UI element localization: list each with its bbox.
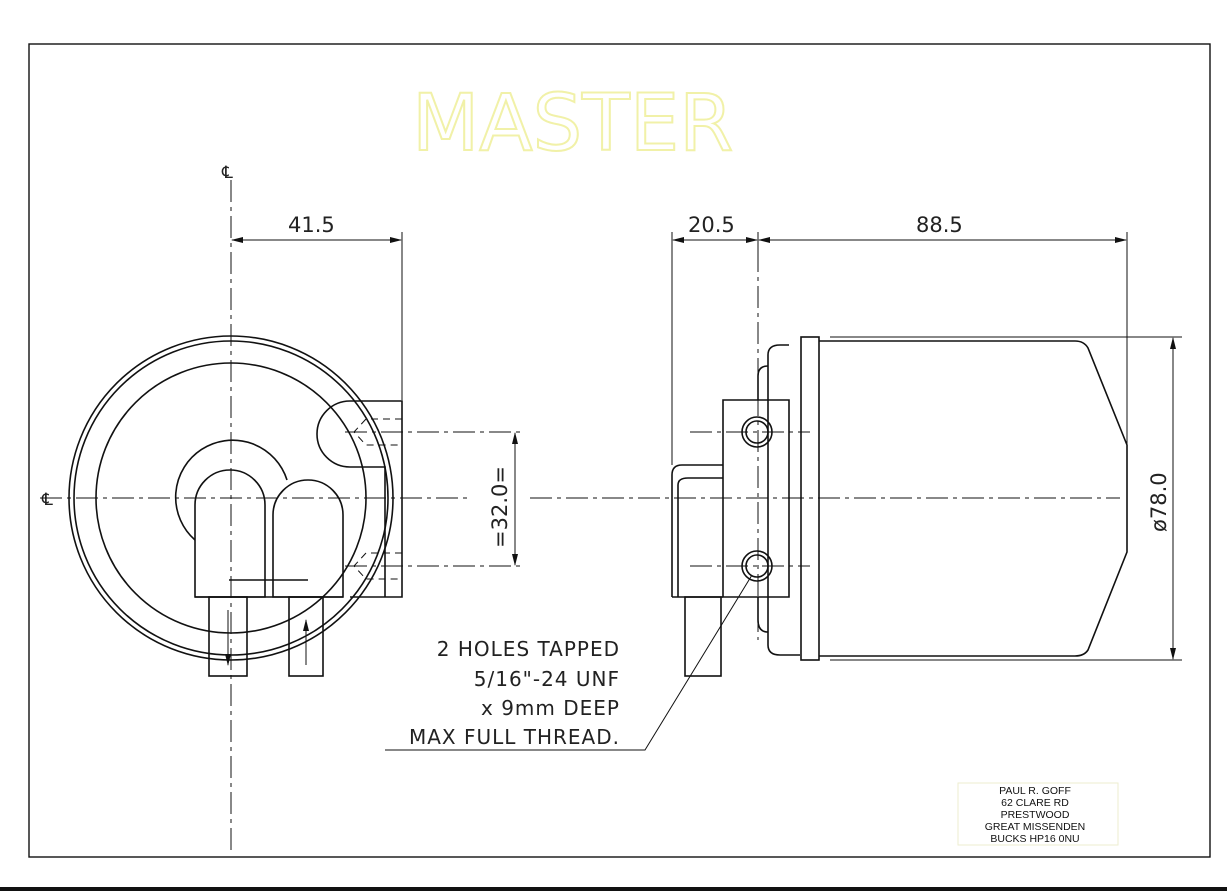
title-block: PAUL R. GOFF 62 CLARE RD PRESTWOOD GREAT… [957,782,1119,846]
bowl-outer-circle [68,335,394,661]
mounting-boss-lobe [316,400,386,597]
front-view: ℄ ℄ 41.5 =32.0= [40,163,525,850]
title-line-1: PAUL R. GOFF [999,785,1071,797]
side-view: 20.5 88.5 ø78.0 [385,213,1182,751]
watermark: MASTER [412,79,733,169]
note-line-4: MAX FULL THREAD. [409,725,620,749]
outlet-port-body [194,469,266,598]
bowl-flange [800,336,820,661]
mounting-boss [350,400,403,598]
title-line-3: PRESTWOOD [1001,809,1070,821]
tapping-note: 2 HOLES TAPPED 5/16"-24 UNF x 9mm DEEP M… [409,637,620,749]
dim-20.5-label: 20.5 [688,213,735,237]
dim-32-label: =32.0= [488,466,512,548]
note-line-2: 5/16"-24 UNF [474,667,620,691]
note-line-1: 2 HOLES TAPPED [437,637,620,661]
outlet-pipe [208,596,248,677]
drawing-border [28,43,1211,858]
title-block-frame [957,782,1119,846]
side-port-housing [671,464,723,597]
head-top-lug [757,365,769,400]
head-bottom-lug [757,597,769,633]
head-mount-block [722,399,790,598]
bowl-flange-step [767,344,800,656]
dim-41.5-label: 41.5 [288,213,335,237]
side-pipe [684,596,722,677]
note-leader [385,574,753,751]
note-line-3: x 9mm DEEP [481,696,620,720]
dim-88.5-label: 88.5 [916,213,963,237]
inlet-port-body [272,479,344,598]
title-line-5: BUCKS HP16 0NU [990,833,1079,845]
title-line-4: GREAT MISSENDEN [985,821,1086,833]
dim-dia-label: ø78.0 [1147,472,1171,532]
bowl-body [819,340,1128,657]
side-port-housing-inner [677,477,723,597]
title-line-2: 62 CLARE RD [1001,797,1069,809]
inlet-port-surround [174,439,288,541]
centerline-symbol-vertical: ℄ [221,163,233,183]
bowl-outer-circle-inner [73,340,389,656]
inlet-pipe [288,596,324,677]
centerline-symbol-horizontal: ℄ [41,490,53,510]
bowl-inner-circle [95,362,367,634]
